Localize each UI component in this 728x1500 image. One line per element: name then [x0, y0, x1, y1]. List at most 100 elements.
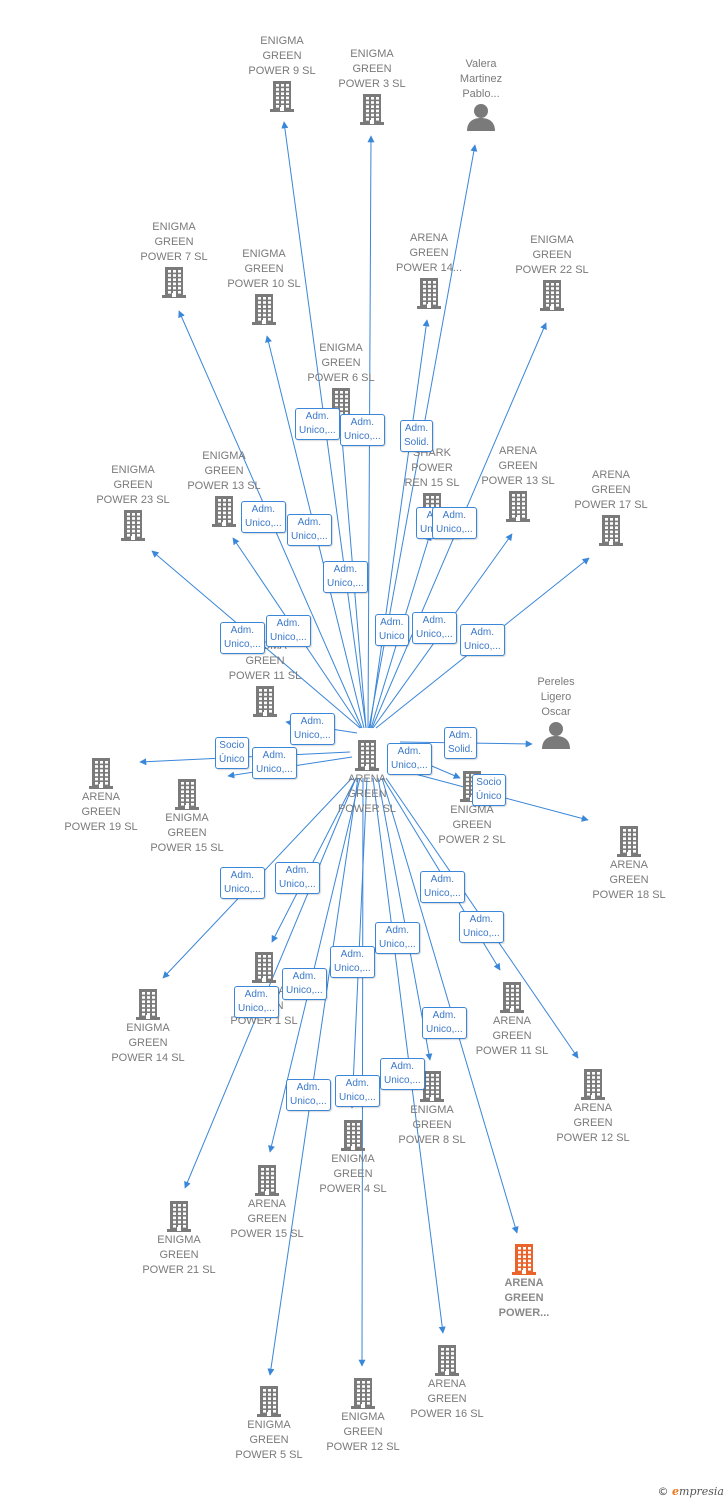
building-icon [387, 1343, 507, 1377]
relation-badge[interactable]: Adm. Unico,... [460, 624, 505, 656]
company-node[interactable]: ENIGMA GREEN POWER 21 SL [119, 1199, 239, 1278]
person-icon [496, 720, 616, 750]
node-label: ENIGMA GREEN POWER 6 SL [307, 342, 375, 384]
node-label: ARENA GREEN POWER 16 SL [410, 1378, 484, 1420]
node-label: Pereles Ligero Oscar [537, 676, 575, 718]
person-node[interactable]: Valera Martinez Pablo... [421, 57, 541, 132]
relation-badge[interactable]: Adm. Unico,... [387, 743, 432, 775]
relation-badge[interactable]: Adm. Unico,... [252, 747, 297, 779]
building-icon [73, 508, 193, 542]
company-node[interactable]: ENIGMA GREEN POWER 12 SL [303, 1376, 423, 1455]
company-node[interactable]: ARENA GREEN POWER 12 SL [533, 1067, 653, 1146]
building-icon [303, 1376, 423, 1410]
company-node[interactable]: ENIGMA GREEN POWER 23 SL [73, 463, 193, 542]
building-icon [452, 980, 572, 1014]
node-label: ENIGMA GREEN POWER 3 SL [338, 48, 406, 90]
edge-eg5 [267, 777, 359, 1376]
relation-badge[interactable]: Adm. Unico,... [432, 507, 477, 539]
node-label: ENIGMA GREEN POWER 22 SL [515, 234, 589, 276]
building-icon [207, 1163, 327, 1197]
relation-badge[interactable]: Adm. Unico [375, 614, 409, 646]
company-node[interactable]: ENIGMA GREEN POWER 6 SL [281, 341, 401, 420]
relation-badge[interactable]: Adm. Unico,... [420, 871, 465, 903]
building-icon [119, 1199, 239, 1233]
relation-badge[interactable]: Adm. Unico,... [220, 867, 265, 899]
node-label: ARENA GREEN POWER 13 SL [481, 445, 555, 487]
company-node[interactable]: ENIGMA GREEN POWER 4 SL [293, 1118, 413, 1197]
company-node[interactable]: ENIGMA GREEN POWER 7 SL [114, 220, 234, 299]
node-label: ARENA GREEN POWER 12 SL [556, 1102, 630, 1144]
person-node[interactable]: Pereles Ligero Oscar [496, 675, 616, 750]
building-icon [164, 494, 284, 528]
relation-badge[interactable]: Adm. Unico,... [340, 414, 385, 446]
company-node[interactable]: ENIGMA GREEN POWER 15 SL [127, 777, 247, 856]
relation-badge[interactable]: Adm. Unico,... [323, 561, 368, 593]
relation-badge[interactable]: Adm. Unico,... [375, 922, 420, 954]
building-icon [209, 1384, 329, 1418]
person-icon [421, 102, 541, 132]
building-icon [222, 79, 342, 113]
relation-badge[interactable]: Adm. Unico,... [220, 622, 265, 654]
relation-badge[interactable]: Socio Único [215, 737, 249, 769]
building-icon [369, 276, 489, 310]
relation-badge[interactable]: Adm. Unico,... [330, 946, 375, 978]
node-label: ARENA GREEN POWER 19 SL [64, 791, 138, 833]
company-node[interactable]: ENIGMA GREEN POWER 13 SL [164, 449, 284, 528]
building-icon [205, 684, 325, 718]
edge-eg1 [271, 777, 357, 943]
edge-ag14 [369, 319, 430, 729]
building-icon [293, 1118, 413, 1152]
relation-badge[interactable]: Adm. Unico,... [290, 713, 335, 745]
building-icon [372, 1069, 492, 1103]
company-node[interactable]: ENIGMA GREEN POWER 22 SL [492, 233, 612, 312]
node-label: ENIGMA GREEN POWER 5 SL [235, 1419, 303, 1461]
relation-badge[interactable]: Adm. Unico,... [275, 862, 320, 894]
edge-agfocus [381, 777, 519, 1234]
relation-badge[interactable]: Adm. Unico,... [412, 612, 457, 644]
relation-badge[interactable]: Adm. Unico,... [241, 501, 286, 533]
company-node[interactable]: ARENA GREEN POWER 13 SL [458, 444, 578, 523]
company-node[interactable]: ENIGMA GREEN POWER 3 SL [312, 47, 432, 126]
relation-badge[interactable]: Adm. Unico,... [422, 1007, 467, 1039]
edge-ag15 [268, 777, 361, 1153]
company-node[interactable]: ENIGMA GREEN POWER 9 SL [222, 34, 342, 113]
building-icon [464, 1242, 584, 1276]
node-label: ENIGMA GREEN POWER 9 SL [248, 35, 316, 77]
company-node[interactable]: ARENA GREEN POWER 16 SL [387, 1343, 507, 1422]
company-node[interactable]: ENIGMA GREEN POWER 14 SL [88, 987, 208, 1066]
relation-badge[interactable]: Adm. Unico,... [234, 986, 279, 1018]
building-icon [127, 777, 247, 811]
relation-badge[interactable]: Adm. Unico,... [286, 1079, 331, 1111]
company-node[interactable]: ARENA GREEN POWER... [464, 1242, 584, 1321]
relation-badge[interactable]: Adm. Solid. [444, 727, 478, 759]
relation-badge[interactable]: Adm. Unico,... [287, 514, 332, 546]
company-node[interactable]: ENIGMA GREEN POWER 10 SL [204, 247, 324, 326]
company-node[interactable]: ARENA GREEN POWER 14... [369, 231, 489, 310]
company-node[interactable]: ARENA GREEN POWER 17 SL [551, 468, 671, 547]
relation-badge[interactable]: Adm. Solid. [400, 420, 434, 452]
node-label: ARENA GREEN POWER... [498, 1277, 550, 1319]
center-company-node[interactable]: ARENA GREEN POWER SL [307, 738, 427, 817]
company-node[interactable]: ENIGMA GREEN POWER 8 SL [372, 1069, 492, 1148]
company-node[interactable]: ARENA GREEN POWER 19 SL [41, 756, 161, 835]
relation-badge[interactable]: Adm. Unico,... [380, 1058, 425, 1090]
node-label: Valera Martinez Pablo... [459, 58, 503, 100]
empresia-logo[interactable]: © empresia [658, 1485, 724, 1498]
relation-badge[interactable]: Adm. Unico,... [266, 615, 311, 647]
company-node[interactable]: ARENA GREEN POWER 15 SL [207, 1163, 327, 1242]
node-label: ENIGMA GREEN POWER 12 SL [326, 1411, 400, 1453]
relation-badge[interactable]: Socio Único [472, 774, 506, 806]
company-node[interactable]: ARENA GREEN POWER 11 SL [452, 980, 572, 1059]
company-node[interactable]: ARENA GREEN POWER 18 SL [569, 824, 689, 903]
relation-badge[interactable]: Adm. Unico,... [295, 408, 340, 440]
company-node[interactable]: ENIGMA GREEN POWER 5 SL [209, 1384, 329, 1463]
relation-badge[interactable]: Adm. Unico,... [282, 968, 327, 1000]
building-icon [307, 738, 427, 772]
node-label: ARENA GREEN POWER SL [337, 773, 397, 815]
node-label: ENIGMA GREEN POWER 4 SL [319, 1153, 387, 1195]
relation-badge[interactable]: Adm. Unico,... [459, 911, 504, 943]
node-label: ENIGMA GREEN POWER 15 SL [150, 812, 224, 854]
relation-badge[interactable]: Adm. Unico,... [335, 1075, 380, 1107]
building-icon [88, 987, 208, 1021]
